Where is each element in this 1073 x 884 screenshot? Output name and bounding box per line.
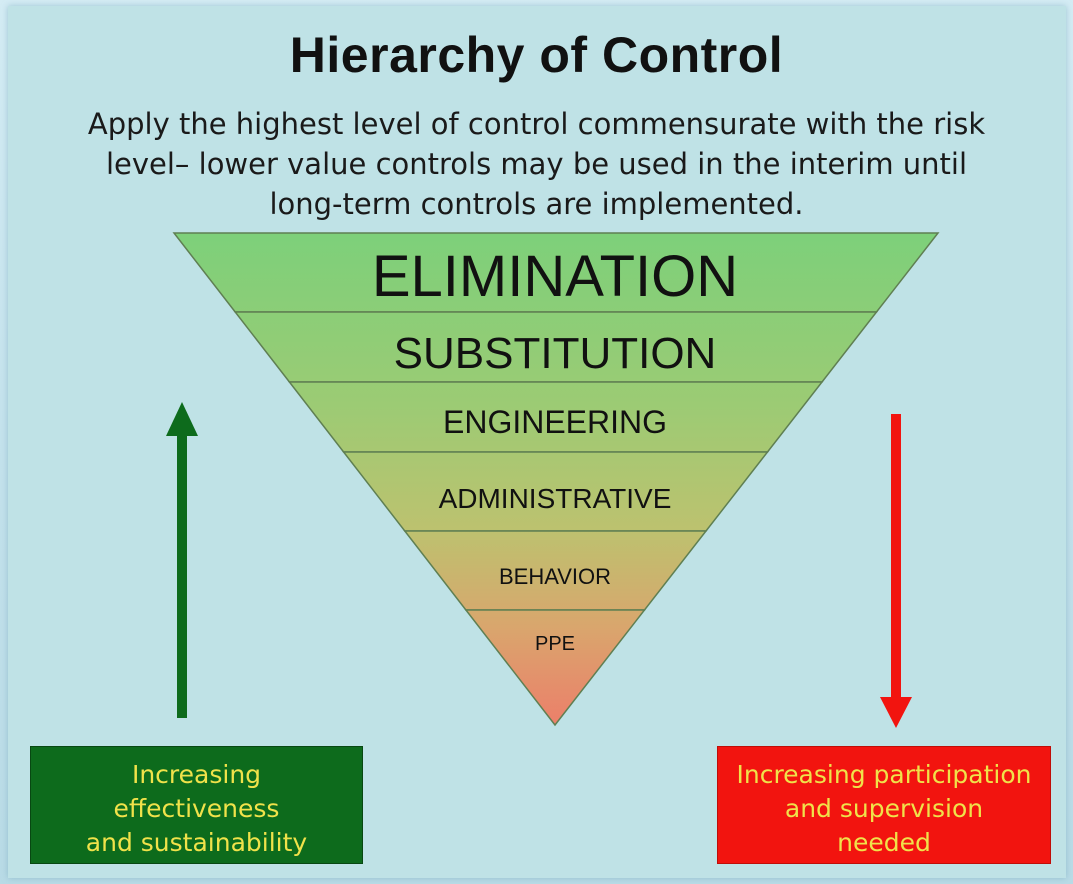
tier-label-engineering: ENGINEERING (443, 404, 667, 440)
page-title: Hierarchy of Control (289, 27, 784, 83)
participation-line-2: and supervision (784, 794, 984, 823)
tier-label-ppe: PPE (535, 633, 575, 655)
subtitle-line-1: Apply the highest level of control comme… (87, 107, 986, 141)
effectiveness-line-1: Increasing (131, 760, 262, 789)
subtitle-line-2: level– lower value controls may be used … (105, 147, 968, 181)
tier-label-administrative: ADMINISTRATIVE (439, 483, 672, 514)
subtitle: Apply the highest level of control comme… (80, 104, 993, 224)
up-arrow-icon (166, 402, 198, 718)
effectiveness-line-2: effectiveness (113, 794, 280, 823)
participation-box: Increasing participation and supervision… (717, 746, 1051, 864)
participation-line-1: Increasing participation (736, 760, 1032, 789)
tier-label-elimination: ELIMINATION (372, 244, 738, 309)
effectiveness-box: Increasing effectiveness and sustainabil… (30, 746, 363, 864)
effectiveness-line-3: and sustainability (85, 828, 308, 857)
subtitle-line-3: long-term controls are implemented. (269, 187, 804, 221)
down-arrow-icon (880, 414, 912, 728)
participation-line-3: needed (837, 828, 931, 857)
tier-ppe (464, 609, 647, 727)
tier-label-substitution: SUBSTITUTION (394, 329, 717, 378)
tier-label-behavior: BEHAVIOR (499, 564, 611, 589)
